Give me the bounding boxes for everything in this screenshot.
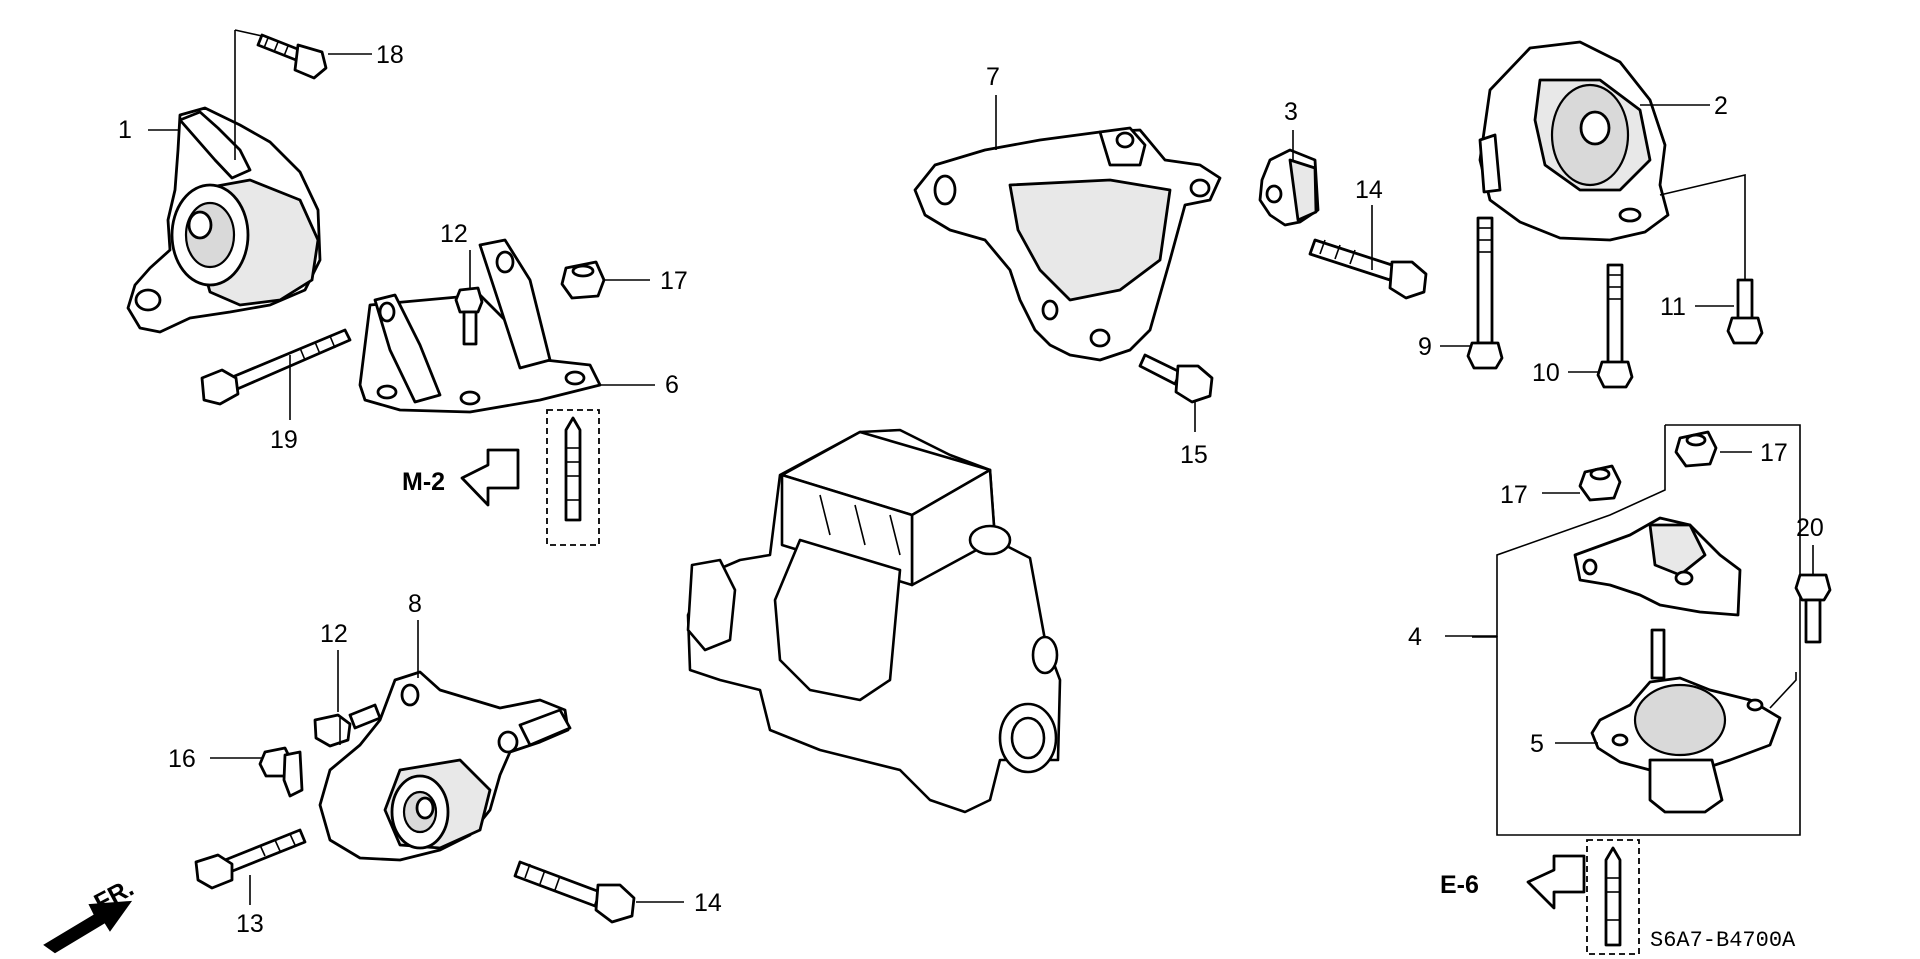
part-10-bolt[interactable]: [1596, 263, 1634, 389]
callout-14-lower: 14: [694, 889, 722, 917]
part-6-bracket[interactable]: [358, 238, 602, 414]
m2-reference-arrow: [460, 448, 520, 507]
callout-19: 19: [270, 426, 298, 454]
callout-5: 5: [1530, 730, 1544, 758]
stud-dashed-box-e6: [1586, 839, 1640, 955]
part-9-bolt[interactable]: [1466, 216, 1504, 370]
callout-1: 1: [118, 116, 132, 144]
part-19-long-bolt[interactable]: [200, 328, 352, 406]
part-2-mount[interactable]: [1478, 40, 1670, 242]
callout-13: 13: [236, 910, 264, 938]
part-3-bracket[interactable]: [1258, 148, 1320, 227]
leader-20b: [1769, 672, 1797, 709]
callout-11: 11: [1660, 293, 1686, 321]
leader-18b: [234, 29, 263, 37]
part-20-bolt[interactable]: [1794, 573, 1832, 644]
callout-2: 2: [1714, 92, 1728, 120]
callout-12-upper: 12: [440, 220, 468, 248]
callout-3: 3: [1284, 98, 1298, 126]
part-1-transmission-mount[interactable]: [126, 106, 322, 334]
part-16-clip[interactable]: [258, 746, 304, 798]
reference-e6[interactable]: E-6: [1440, 871, 1479, 899]
callout-8: 8: [408, 590, 422, 618]
group-4-outline: [1472, 424, 1801, 836]
part-11-bolt[interactable]: [1726, 278, 1764, 345]
callout-12-lower: 12: [320, 620, 348, 648]
callout-7: 7: [986, 63, 1000, 91]
part-14-bolt-lower[interactable]: [513, 860, 636, 924]
stud-e6[interactable]: [1604, 846, 1622, 947]
callout-4: 4: [1408, 623, 1422, 651]
part-15-bolt[interactable]: [1138, 353, 1214, 404]
part-13-bolt[interactable]: [194, 828, 307, 890]
engine-block: [686, 428, 1062, 814]
part-5-hydraulic-mount[interactable]: [1590, 628, 1782, 814]
callout-9: 9: [1418, 333, 1432, 361]
callout-18: 18: [376, 41, 404, 69]
e6-reference-arrow: [1526, 854, 1586, 910]
part-17-nut-right-b[interactable]: [1578, 464, 1622, 502]
part-12-bolt-upper[interactable]: [454, 286, 484, 346]
front-arrow-icon: [43, 900, 133, 954]
leader-11: [1659, 173, 1746, 285]
callout-10: 10: [1532, 359, 1560, 387]
callout-17-upper: 17: [660, 267, 688, 295]
reference-m2[interactable]: M-2: [402, 468, 445, 496]
part-4-upper-bracket[interactable]: [1573, 516, 1742, 617]
callout-16: 16: [168, 745, 196, 773]
part-7-bracket[interactable]: [913, 126, 1222, 362]
stud-m2[interactable]: [564, 416, 582, 522]
callout-15: 15: [1180, 441, 1208, 469]
callout-6: 6: [665, 371, 679, 399]
part-12-bolt-lower[interactable]: [313, 703, 382, 748]
part-17-nut-upper[interactable]: [560, 260, 606, 300]
part-14-bolt-upper[interactable]: [1308, 238, 1428, 300]
part-17-nut-right-a[interactable]: [1674, 430, 1718, 468]
group-4-outline-b: [1496, 425, 1666, 637]
callout-20: 20: [1796, 514, 1824, 542]
callout-17-right-b: 17: [1500, 481, 1528, 509]
stud-dashed-box-m2: [546, 409, 600, 546]
part-18-bolt[interactable]: [256, 33, 328, 80]
diagram-code: S6A7-B4700A: [1650, 928, 1796, 953]
part-8-mount[interactable]: [318, 670, 572, 862]
callout-17-right-a: 17: [1760, 439, 1788, 467]
callout-14-upper: 14: [1355, 176, 1383, 204]
